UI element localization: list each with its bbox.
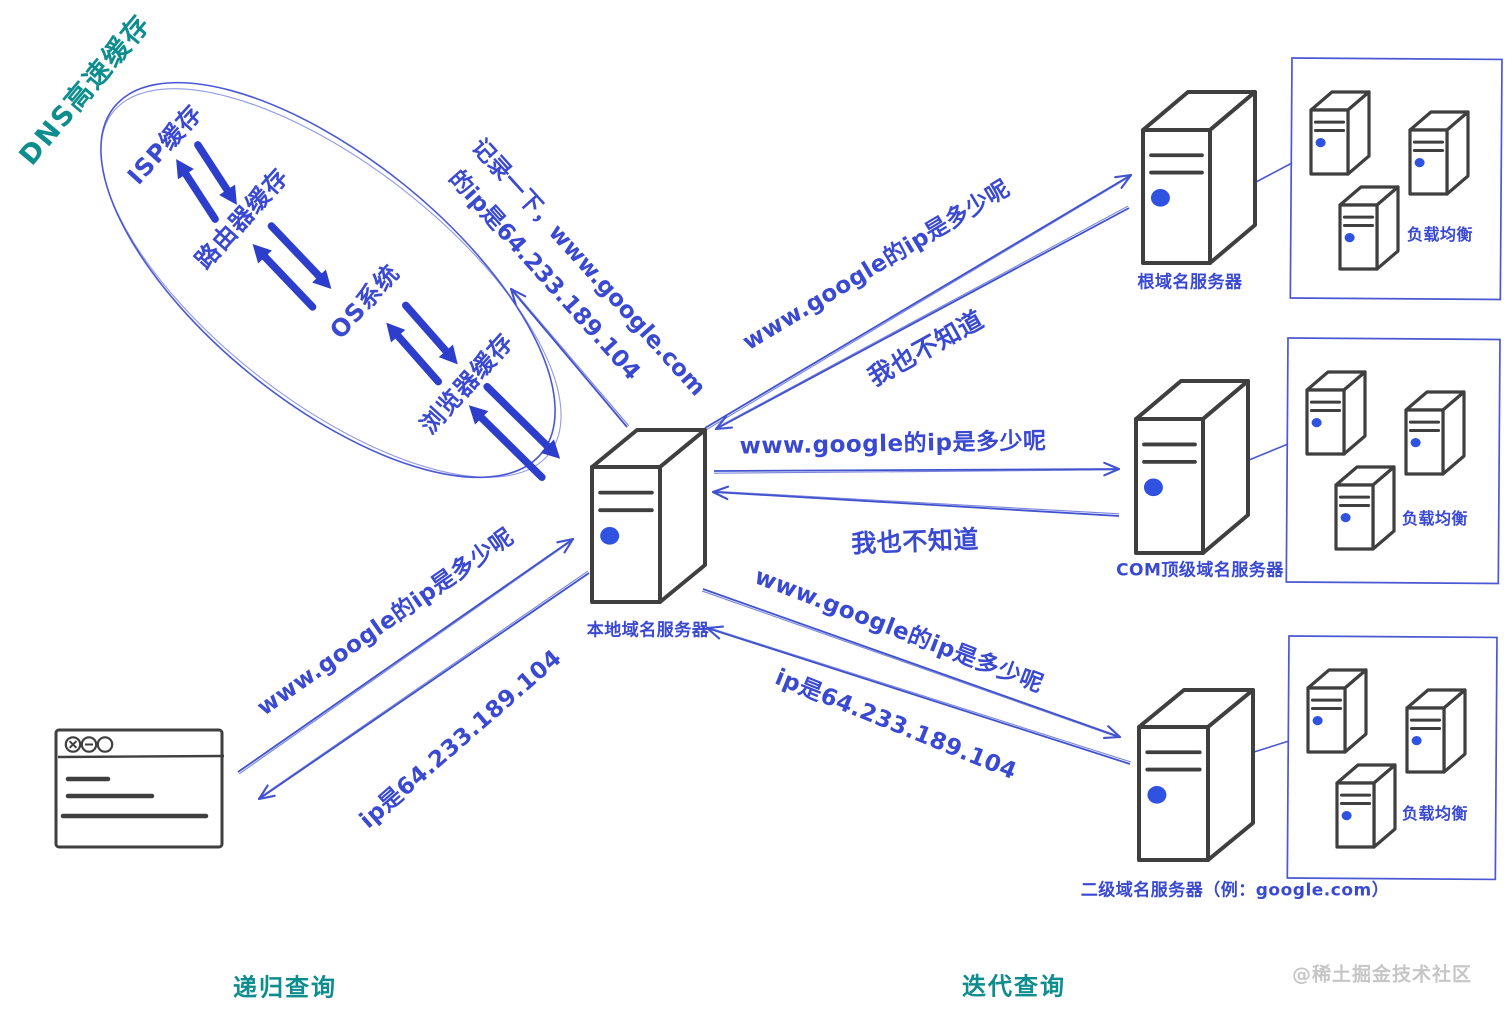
arrow-answer-second <box>705 625 1131 765</box>
cache-arrows-router-os <box>252 222 332 311</box>
label-local-server: 本地域名服务器 <box>586 620 710 641</box>
arrow-query-com <box>713 461 1121 477</box>
label-second-server: 二级域名服务器（例：google.com） <box>1080 880 1390 901</box>
arrow-answer-com <box>711 485 1120 517</box>
server-led <box>1312 715 1323 726</box>
footer-iterative-query: 迭代查询 <box>962 972 1066 1001</box>
minimize-icon <box>80 736 98 753</box>
cache-arrows-isp-router <box>176 141 237 223</box>
arrow-query-browser <box>237 537 575 775</box>
arrow-answer-browser <box>257 570 590 801</box>
label-root-server: 根域名服务器 <box>1137 272 1243 293</box>
label-load-balance-com: 负载均衡 <box>1401 509 1469 528</box>
local-dns-server <box>590 428 707 604</box>
watermark: @稀土掘金技术社区 <box>1291 963 1473 986</box>
maximize-icon <box>96 736 114 753</box>
cache-arrows-os-browser <box>386 301 458 386</box>
second-level-server <box>1137 688 1255 862</box>
load-balance-cluster-root <box>1289 57 1503 301</box>
arrow-answer-root <box>714 205 1130 431</box>
msg-answer-com: 我也不知道 <box>850 524 980 559</box>
server-led <box>600 527 620 545</box>
msg-query-com: www.google的ip是多少呢 <box>739 428 1047 460</box>
load-balance-cluster-com <box>1285 337 1501 585</box>
root-dns-server <box>1141 90 1257 265</box>
cluster-connectors <box>1248 162 1293 753</box>
label-load-balance-second: 负载均衡 <box>1401 804 1469 823</box>
close-icon <box>64 736 82 753</box>
server-led <box>1410 437 1421 448</box>
server-led <box>1414 157 1425 168</box>
server-led <box>1315 137 1326 148</box>
server-led <box>1411 735 1422 746</box>
server-led <box>1341 810 1352 821</box>
server-led <box>1150 188 1170 207</box>
arrow-note-to-cache <box>509 287 630 428</box>
load-balance-cluster-second <box>1286 635 1498 881</box>
browser-window <box>54 728 225 849</box>
arrow-query-root <box>704 173 1133 431</box>
server-led <box>1344 232 1355 243</box>
cache-arrows-browser-local <box>468 382 561 482</box>
server-led <box>1147 785 1167 804</box>
arrow-query-second <box>702 588 1122 739</box>
label-com-server: COM顶级域名服务器 <box>1116 560 1284 581</box>
com-tld-server <box>1134 379 1250 555</box>
server-led <box>1311 417 1322 428</box>
server-led <box>1143 478 1163 497</box>
server-led <box>1340 512 1351 523</box>
footer-recursive-query: 递归查询 <box>233 973 337 1002</box>
label-load-balance-root: 负载均衡 <box>1406 225 1474 244</box>
